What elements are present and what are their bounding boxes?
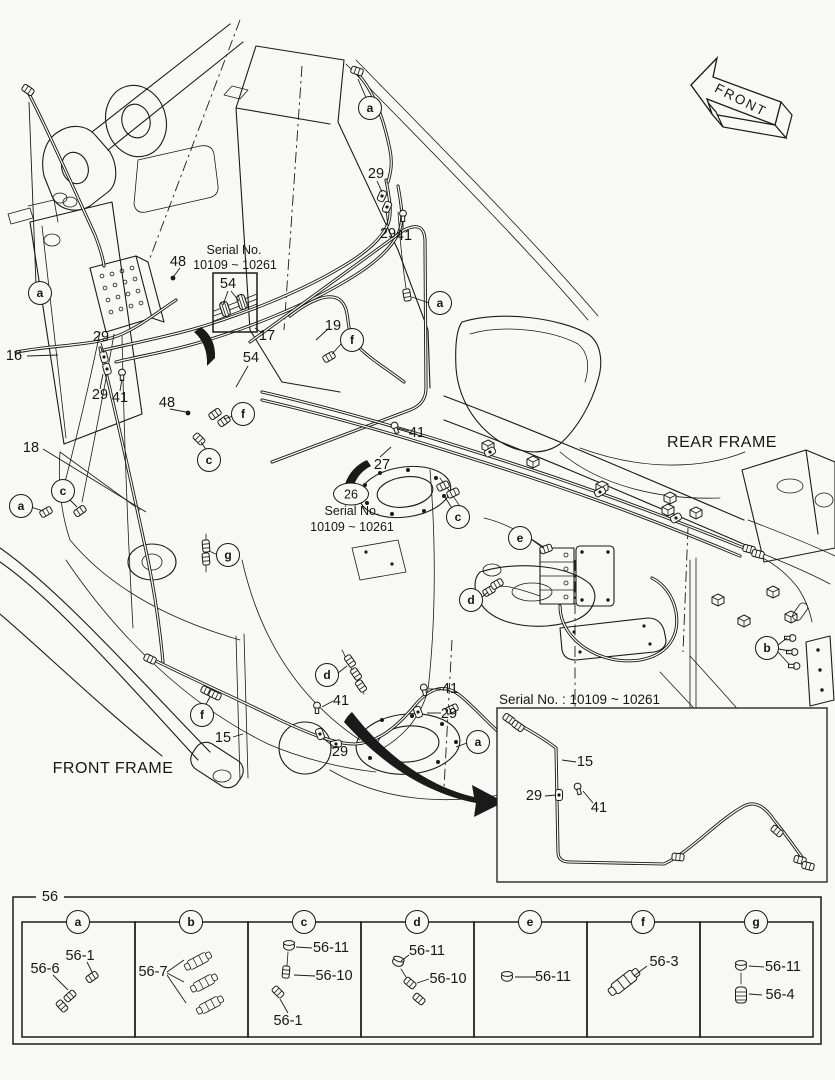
part-label: 56-11 <box>534 969 572 985</box>
callout-41: 41 <box>441 681 459 697</box>
part-label: 56-3 <box>649 954 679 970</box>
table-column-d: d <box>405 910 429 934</box>
front-frame-drawing <box>0 19 599 801</box>
serial-note-top-line2: 10109 ~ 10261 <box>193 258 277 272</box>
callout-41: 41 <box>408 425 426 441</box>
connector-a: a <box>28 281 52 305</box>
front-frame-label: FRONT FRAME <box>52 760 174 777</box>
table-column-a: a <box>66 910 90 934</box>
callout-41: 41 <box>395 228 413 244</box>
callout-17: 17 <box>258 328 276 344</box>
table-column-f: f <box>631 910 655 934</box>
leader-lines <box>26 78 790 804</box>
callout-29: 29 <box>367 166 385 182</box>
table-column-g: g <box>744 910 768 934</box>
inset-callout-41: 41 <box>590 800 608 816</box>
part-label: 56-11 <box>764 959 802 975</box>
connector-g: g <box>216 543 240 567</box>
part-label: 56-10 <box>315 968 353 984</box>
hydraulic-tubes <box>14 70 813 746</box>
callout-48: 48 <box>169 254 187 270</box>
callout-29: 29 <box>92 329 110 345</box>
connector-a: a <box>466 730 490 754</box>
inset-callout-29: 29 <box>525 788 543 804</box>
callout-26: 26 <box>344 487 358 501</box>
inset-serial-title: Serial No. : 10109 ~ 10261 <box>499 692 660 707</box>
callout-29: 29 <box>440 706 458 722</box>
connector-c: c <box>446 505 470 529</box>
connector-f: f <box>231 402 255 426</box>
part-label: 56-11 <box>408 943 446 959</box>
inset-box-drawing <box>496 707 828 883</box>
serial-note-mid-line2: 10109 ~ 10261 <box>310 520 394 534</box>
inset-callout-15: 15 <box>576 754 594 770</box>
serial-note-mid-line1: Serial No. <box>324 504 380 518</box>
callout-54: 54 <box>219 276 237 292</box>
callout-29: 29 <box>379 226 397 242</box>
connector-a: a <box>9 494 33 518</box>
part-label: 56-6 <box>30 961 60 977</box>
connector-a: a <box>358 96 382 120</box>
table-column-b: b <box>179 910 203 934</box>
connector-f: f <box>340 328 364 352</box>
callout-29: 29 <box>331 744 349 760</box>
connector-a: a <box>428 291 452 315</box>
connector-b: b <box>755 636 779 660</box>
rear-frame-label: REAR FRAME <box>667 434 777 451</box>
part-label: 56-4 <box>765 987 795 1003</box>
callout-41: 41 <box>111 390 129 406</box>
part-label: 56-7 <box>138 964 168 980</box>
front-direction-arrow <box>690 55 793 140</box>
rear-frame-drawing <box>443 315 835 801</box>
connector-d: d <box>459 588 483 612</box>
table-group-label-56: 56 <box>35 889 65 905</box>
callout-16: 16 <box>5 348 23 364</box>
part-label: 56-1 <box>65 948 95 964</box>
callout-19: 19 <box>324 318 342 334</box>
callout-48: 48 <box>158 395 176 411</box>
connector-c: c <box>51 479 75 503</box>
table-column-e: e <box>518 910 542 934</box>
callout-18: 18 <box>22 440 40 456</box>
callout-41: 41 <box>332 693 350 709</box>
callout-54: 54 <box>242 350 260 366</box>
connector-f: f <box>190 703 214 727</box>
part-label: 56-11 <box>312 940 350 956</box>
callout-29: 29 <box>91 387 109 403</box>
callout-27: 27 <box>373 457 391 473</box>
serial-note-top-line1: Serial No. <box>206 243 262 257</box>
part-label: 56-10 <box>429 971 467 987</box>
connector-d: d <box>315 663 339 687</box>
connector-c: c <box>197 448 221 472</box>
connector-e: e <box>508 526 532 550</box>
part-label: 56-1 <box>273 1013 303 1029</box>
callout-26-ellipse: 26 <box>333 482 369 506</box>
table-column-c: c <box>292 910 316 934</box>
callout-15: 15 <box>214 730 232 746</box>
detail-box-54 <box>212 272 258 333</box>
